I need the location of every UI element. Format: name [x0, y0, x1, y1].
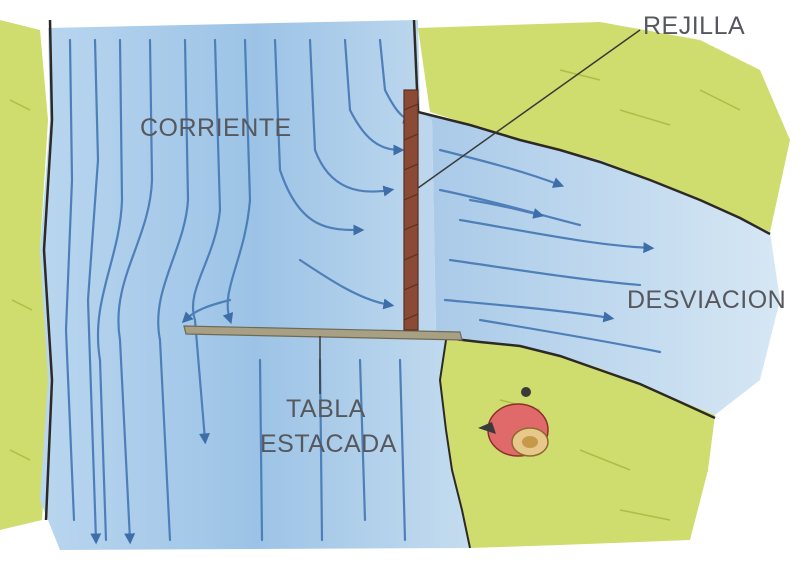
flower-on-bank: [478, 387, 549, 457]
tabla-estacada-board: [183, 325, 463, 341]
label-tabla: TABLA: [286, 395, 366, 423]
label-rejilla: REJILLA: [643, 12, 746, 40]
rejilla-post: [403, 89, 419, 331]
label-corriente: CORRIENTE: [140, 114, 292, 142]
upper-right-bank-grass: [418, 22, 790, 232]
rejilla-post-texture: [403, 103, 419, 321]
diversion-channel-water: [420, 112, 780, 415]
lower-bank-edge: [438, 339, 471, 549]
left-bank-grass: [0, 20, 50, 530]
lower-right-bank-grass: [440, 340, 715, 548]
lower-bank-line: [445, 336, 716, 420]
upper-bank-line: [412, 19, 771, 236]
rejilla-leader-line: [417, 29, 641, 189]
current-flow-lines: [64, 38, 415, 545]
diversion-flow-lines: [438, 148, 662, 354]
left-bank-line: [42, 19, 54, 521]
label-estacada: ESTACADA: [260, 430, 397, 458]
label-desviacion: DESVIACION: [627, 286, 787, 314]
